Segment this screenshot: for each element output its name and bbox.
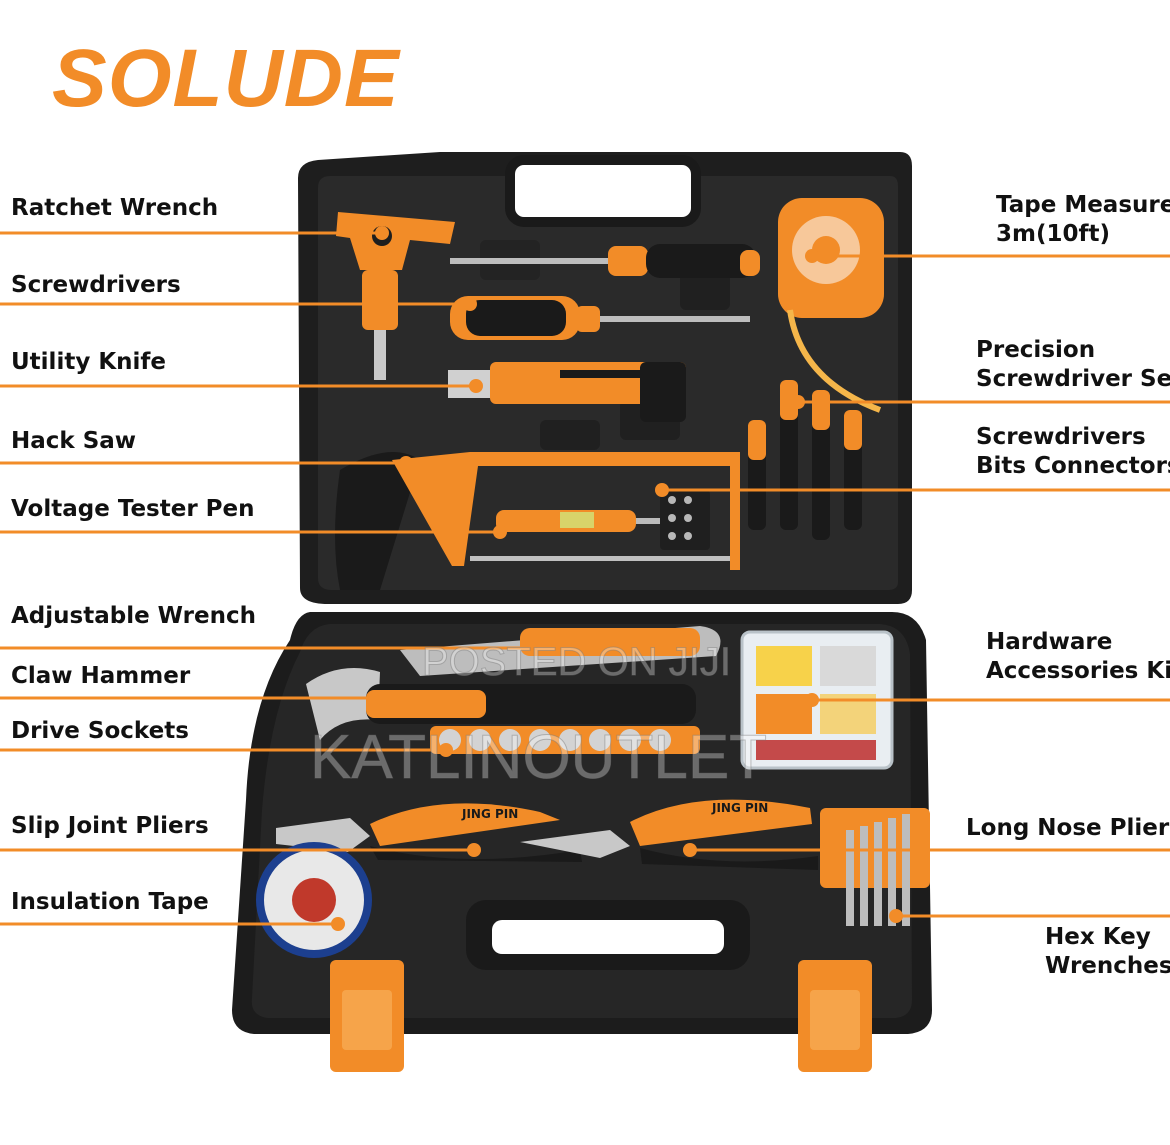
label-precision-line-1: Precision	[976, 337, 1096, 363]
precision-screwdrivers-shape	[748, 380, 862, 540]
label-precision-screwdriver-set: Precision Screwdriver Set	[976, 336, 1170, 394]
callout-lines	[0, 231, 1170, 926]
label-bits-line-1: Screwdrivers	[976, 424, 1146, 450]
label-tape-measure-line-1: Tape Measure	[996, 192, 1170, 218]
label-hardware-line-2: Accessories Kit	[986, 658, 1170, 684]
label-hex-key-wrenches: Hex Key Wrenches	[1045, 923, 1170, 981]
label-screwdrivers: Screwdrivers	[11, 272, 181, 298]
label-claw-hammer: Claw Hammer	[11, 663, 191, 689]
adjustable-wrench-shape	[400, 626, 721, 676]
watermark-line-1: POSTED ON JIJI	[422, 640, 732, 685]
insulation-tape-shape	[256, 842, 372, 958]
watermark-line-2: KATLINOUTLET	[309, 723, 768, 793]
label-drive-sockets: Drive Sockets	[11, 718, 189, 744]
hack-saw-shape	[335, 452, 740, 590]
plier-brand-right: JING PIN	[711, 801, 768, 815]
label-insulation-tape: Insulation Tape	[11, 889, 209, 915]
label-utility-knife: Utility Knife	[11, 349, 167, 375]
label-adjustable-wrench: Adjustable Wrench	[11, 603, 256, 629]
label-screwdriver-bits-connectors: Screwdrivers Bits Connectors	[976, 423, 1170, 481]
brand-logo-text: SOLUDE	[52, 33, 400, 124]
bits-connectors-shape	[660, 490, 710, 550]
label-tape-measure: Tape Measure 3m(10ft)	[996, 191, 1170, 249]
screwdrivers-shape	[450, 244, 760, 340]
label-precision-line-2: Screwdriver Set	[976, 366, 1170, 392]
drive-sockets-shape	[430, 726, 700, 754]
label-hardware-line-1: Hardware	[986, 629, 1113, 655]
tape-measure-shape	[778, 198, 884, 413]
ratchet-wrench-shape	[336, 212, 455, 380]
label-hack-saw: Hack Saw	[11, 428, 137, 454]
claw-hammer-shape	[306, 668, 696, 740]
hex-keys-shape	[820, 808, 930, 926]
label-slip-joint-pliers: Slip Joint Pliers	[11, 813, 209, 839]
callout-dots	[331, 226, 903, 931]
label-tape-measure-line-2: 3m(10ft)	[996, 221, 1111, 247]
label-ratchet-wrench: Ratchet Wrench	[11, 195, 219, 221]
label-hardware-accessories-kit: Hardware Accessories Kit	[986, 628, 1170, 686]
slip-joint-pliers-shape: JING PIN	[276, 803, 582, 862]
voltage-tester-shape	[496, 510, 670, 532]
label-voltage-tester-pen: Voltage Tester Pen	[11, 496, 255, 522]
label-bits-line-2: Bits Connectors	[976, 453, 1170, 479]
label-hex-line-2: Wrenches	[1045, 953, 1170, 979]
label-hex-line-1: Hex Key	[1045, 924, 1151, 950]
plier-brand-left: JING PIN	[461, 807, 518, 821]
label-long-nose-pliers: Long Nose Pliers	[966, 815, 1170, 841]
long-nose-pliers-shape: JING PIN	[520, 799, 818, 870]
